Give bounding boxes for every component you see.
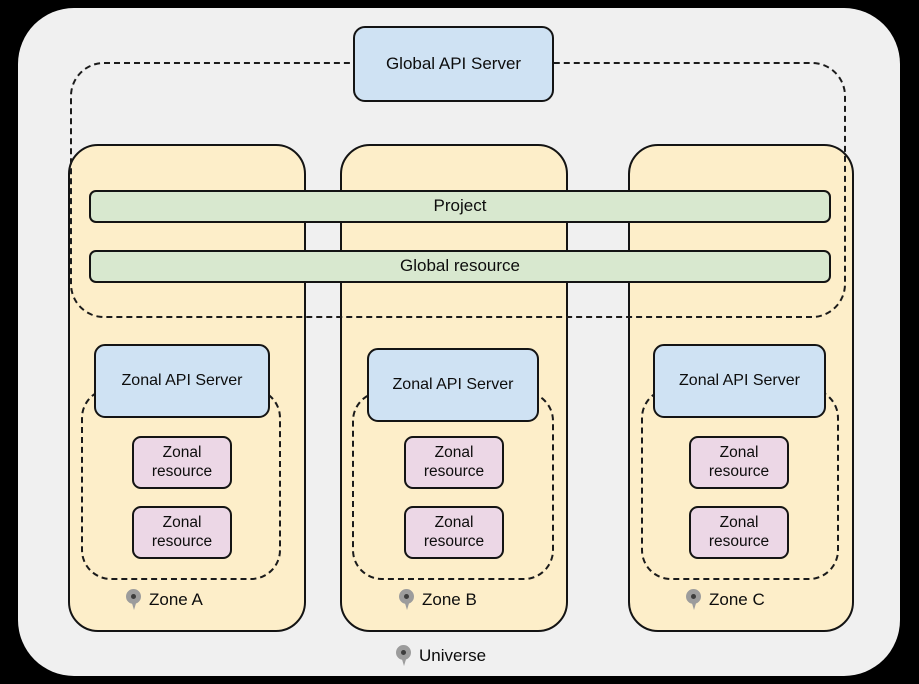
- resource-line-1: Zonal: [719, 514, 759, 532]
- universe-label: Universe: [396, 645, 486, 666]
- resource-line-1: Zonal: [434, 514, 474, 532]
- zone-b-label: Zone B: [399, 589, 477, 610]
- resource-line-2: resource: [423, 532, 485, 550]
- resource-line-2: resource: [708, 462, 770, 480]
- resource-line-1: Zonal: [162, 444, 202, 462]
- resource-line-2: resource: [151, 532, 213, 550]
- zonal-resource-zone-c-2[interactable]: Zonal resource: [689, 506, 789, 559]
- resource-line-1: Zonal: [162, 514, 202, 532]
- global-resource-bar[interactable]: Global resource: [89, 250, 831, 283]
- map-pin-icon: [399, 589, 414, 610]
- zonal-resource-zone-b-1[interactable]: Zonal resource: [404, 436, 504, 489]
- zonal-resource-zone-b-2[interactable]: Zonal resource: [404, 506, 504, 559]
- zonal-api-server-zone-a[interactable]: Zonal API Server: [94, 344, 270, 418]
- global-api-server-node[interactable]: Global API Server: [353, 26, 554, 102]
- project-bar[interactable]: Project: [89, 190, 831, 223]
- resource-line-2: resource: [151, 462, 213, 480]
- zone-c-label-text: Zone C: [709, 589, 765, 609]
- resource-line-1: Zonal: [434, 444, 474, 462]
- zonal-resource-zone-c-1[interactable]: Zonal resource: [689, 436, 789, 489]
- map-pin-icon: [396, 645, 411, 666]
- zone-c-label: Zone C: [686, 589, 765, 610]
- resource-line-2: resource: [423, 462, 485, 480]
- map-pin-icon: [126, 589, 141, 610]
- zonal-resource-zone-a-2[interactable]: Zonal resource: [132, 506, 232, 559]
- zonal-resource-zone-a-1[interactable]: Zonal resource: [132, 436, 232, 489]
- map-pin-icon: [686, 589, 701, 610]
- zonal-api-server-zone-c[interactable]: Zonal API Server: [653, 344, 826, 418]
- zone-a-label: Zone A: [126, 589, 203, 610]
- zone-b-label-text: Zone B: [422, 589, 477, 609]
- resource-line-1: Zonal: [719, 444, 759, 462]
- universe-label-text: Universe: [419, 645, 487, 665]
- resource-line-2: resource: [708, 532, 770, 550]
- zonal-api-server-zone-b[interactable]: Zonal API Server: [367, 348, 539, 422]
- zone-a-label-text: Zone A: [149, 589, 203, 609]
